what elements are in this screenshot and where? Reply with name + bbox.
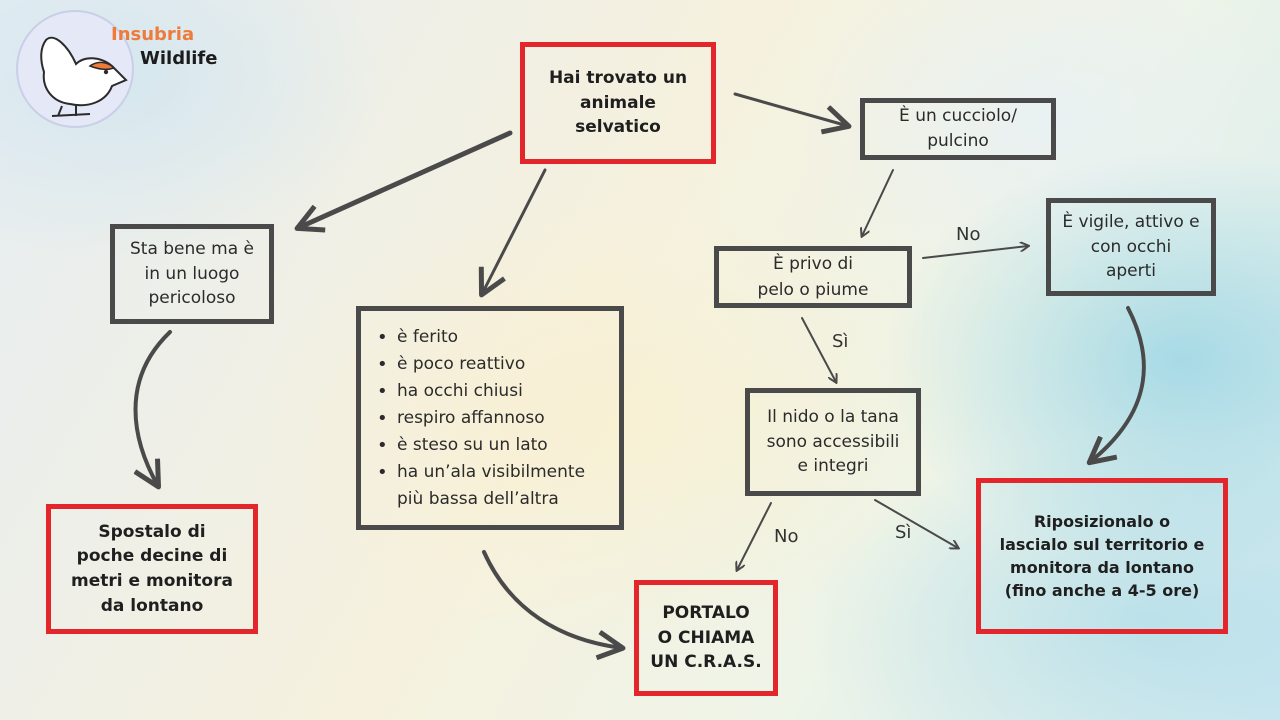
node-start: Hai trovato un animale selvatico <box>520 42 716 164</box>
node-cucciolo: È un cucciolo/ pulcino <box>860 98 1056 160</box>
logo-text-insubria: Insubria <box>111 24 195 45</box>
arrow-vigile-to-riposiziona <box>1090 306 1146 462</box>
arrow-sintomi-to-portalo <box>482 550 622 648</box>
list-item: ha occhi chiusi <box>375 378 609 405</box>
logo-badge <box>16 10 134 128</box>
node-sintomi: è ferito è poco reattivo ha occhi chiusi… <box>356 306 624 530</box>
node-riposiziona: Riposizionalo o lascialo sul territorio … <box>976 478 1228 634</box>
arrow-stabene-to-spostalo <box>133 330 172 486</box>
list-item: è steso su un lato <box>375 432 609 459</box>
arrow-nido-to-portalo <box>737 502 772 570</box>
node-portalo: PORTALO O CHIAMA UN C.R.A.S. <box>634 580 778 696</box>
arrow-start-to-stabene <box>298 130 513 228</box>
logo-text-wildlife: Wildlife <box>140 48 218 69</box>
arrow-nido-to-riposiziona <box>874 499 958 548</box>
symptom-list: è ferito è poco reattivo ha occhi chiusi… <box>375 324 609 513</box>
edge-label-no-vigile: No <box>956 224 981 245</box>
node-vigile: È vigile, attivo e con occhi aperti <box>1046 198 1216 296</box>
arrow-privo-to-vigile <box>922 246 1028 259</box>
edge-label-si-nido: Sì <box>832 331 849 352</box>
list-item: respiro affannoso <box>375 405 609 432</box>
edge-label-no-portalo: No <box>774 526 799 547</box>
list-item: ha un’ala visibilmente più bassa dell’al… <box>375 459 609 513</box>
list-item: è poco reattivo <box>375 351 609 378</box>
edge-label-si-riposiziona: Sì <box>895 522 912 543</box>
list-item: è ferito <box>375 324 609 351</box>
arrow-start-to-cucciolo <box>733 92 848 126</box>
node-sta-bene: Sta bene ma è in un luogo pericoloso <box>110 224 274 324</box>
arrow-cucciolo-to-privo <box>862 169 894 236</box>
node-nido: Il nido o la tana sono accessibili e int… <box>745 388 921 496</box>
bird-icon <box>40 36 128 117</box>
node-privo: È privo di pelo o piume <box>714 246 912 308</box>
node-spostalo: Spostalo di poche decine di metri e moni… <box>46 504 258 634</box>
arrow-start-to-sintomi <box>482 168 547 294</box>
arrow-privo-to-nido <box>801 317 836 382</box>
